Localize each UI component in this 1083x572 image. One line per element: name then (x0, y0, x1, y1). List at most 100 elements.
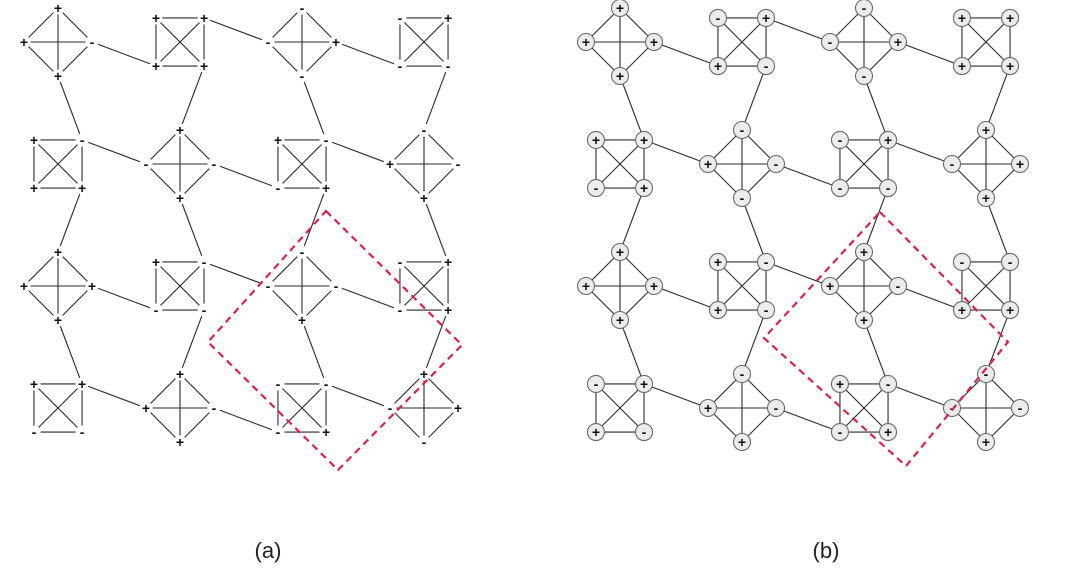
lattice-site: + (1000, 56, 1020, 76)
lattice-site: + (51, 68, 65, 84)
lattice-site: + (708, 56, 728, 76)
lattice-site: - (732, 120, 752, 140)
lattice-site: - (271, 180, 285, 196)
site-circle (708, 252, 728, 272)
dashed-boundary-line (206, 209, 464, 472)
plus-sign: + (826, 278, 834, 294)
lattice-bond (595, 139, 645, 189)
lattice-site: + (295, 312, 309, 328)
site-circle (888, 276, 908, 296)
panel-a-edges (23, 7, 459, 443)
minus-sign: - (862, 68, 867, 84)
site-mask (149, 303, 163, 317)
plus-sign: + (616, 0, 624, 16)
site-circle (634, 130, 654, 150)
plus-sign: + (650, 34, 658, 50)
site-mask (149, 59, 163, 73)
site-circle (610, 0, 630, 18)
site-mask (417, 191, 431, 205)
lattice-site: - (329, 278, 343, 294)
site-circle (732, 364, 752, 384)
site-circle (878, 130, 898, 150)
site-circle (942, 398, 962, 418)
plus-sign: + (322, 180, 330, 196)
plus-sign: + (884, 132, 892, 148)
lattice-bond (985, 309, 1011, 375)
site-mask (27, 425, 41, 439)
lattice-site: + (173, 190, 187, 206)
lattice-site: + (586, 422, 606, 442)
lattice-site: + (75, 180, 89, 196)
lattice-site: + (1000, 300, 1020, 320)
site-mask (383, 157, 397, 171)
lattice-bond (57, 75, 83, 141)
lattice-site: + (952, 8, 972, 28)
plus-sign: + (30, 132, 38, 148)
lattice-bond (57, 251, 93, 287)
lattice-bond (985, 197, 1011, 263)
lattice-site: - (393, 254, 407, 270)
lattice-bond (277, 383, 327, 433)
site-circle (610, 310, 630, 330)
lattice-site: - (586, 374, 606, 394)
lattice-site: + (149, 254, 163, 270)
lattice-site: - (766, 154, 786, 174)
plus-sign: + (176, 122, 184, 138)
lattice-site: - (976, 364, 996, 384)
minus-sign: - (740, 122, 745, 138)
lattice-site: + (610, 0, 630, 18)
lattice-site: - (295, 68, 309, 84)
site-mask (75, 181, 89, 195)
site-mask (441, 255, 455, 269)
lattice-bond (741, 65, 767, 131)
site-mask (383, 401, 397, 415)
lattice-bond (741, 309, 767, 375)
plus-sign: + (332, 34, 340, 50)
lattice-bond (57, 319, 83, 385)
site-mask (271, 133, 285, 147)
lattice-bond (399, 261, 449, 311)
lattice-site: + (820, 276, 840, 296)
minus-sign: - (716, 10, 721, 26)
site-circle (1010, 398, 1030, 418)
plus-sign: + (152, 58, 160, 74)
lattice-site: + (634, 374, 654, 394)
site-circle (756, 300, 776, 320)
site-mask (329, 279, 343, 293)
plus-sign: + (650, 278, 658, 294)
lattice-bond (81, 383, 147, 409)
lattice-site: + (952, 56, 972, 76)
lattice-site: + (271, 132, 285, 148)
lattice-site: + (830, 374, 850, 394)
lattice-bond (57, 7, 93, 43)
plus-sign: + (420, 190, 428, 206)
lattice-site: - (417, 434, 431, 450)
minus-sign: - (764, 254, 769, 270)
site-circle (976, 432, 996, 452)
lattice-site: + (976, 120, 996, 140)
minus-sign: - (594, 180, 599, 196)
lattice-bond (887, 139, 953, 165)
plus-sign: + (582, 34, 590, 50)
minus-sign: - (266, 34, 271, 50)
lattice-bond (145, 129, 181, 165)
site-circle (952, 8, 972, 28)
lattice-bond (961, 261, 1011, 311)
site-circle (576, 276, 596, 296)
site-mask (451, 157, 465, 171)
site-mask (295, 69, 309, 83)
lattice-bond (863, 319, 889, 385)
plus-sign: + (582, 278, 590, 294)
lattice-site: + (854, 242, 874, 262)
lattice-bond (179, 407, 215, 443)
lattice-bond (897, 285, 963, 311)
site-circle (830, 130, 850, 150)
minus-sign: - (300, 68, 305, 84)
lattice-site: - (295, 244, 309, 260)
lattice-bond (423, 309, 449, 375)
plus-sign: + (420, 366, 428, 382)
plus-sign: + (640, 180, 648, 196)
lattice-site: + (644, 32, 664, 52)
lattice-site: - (756, 56, 776, 76)
lattice-site: - (732, 188, 752, 208)
